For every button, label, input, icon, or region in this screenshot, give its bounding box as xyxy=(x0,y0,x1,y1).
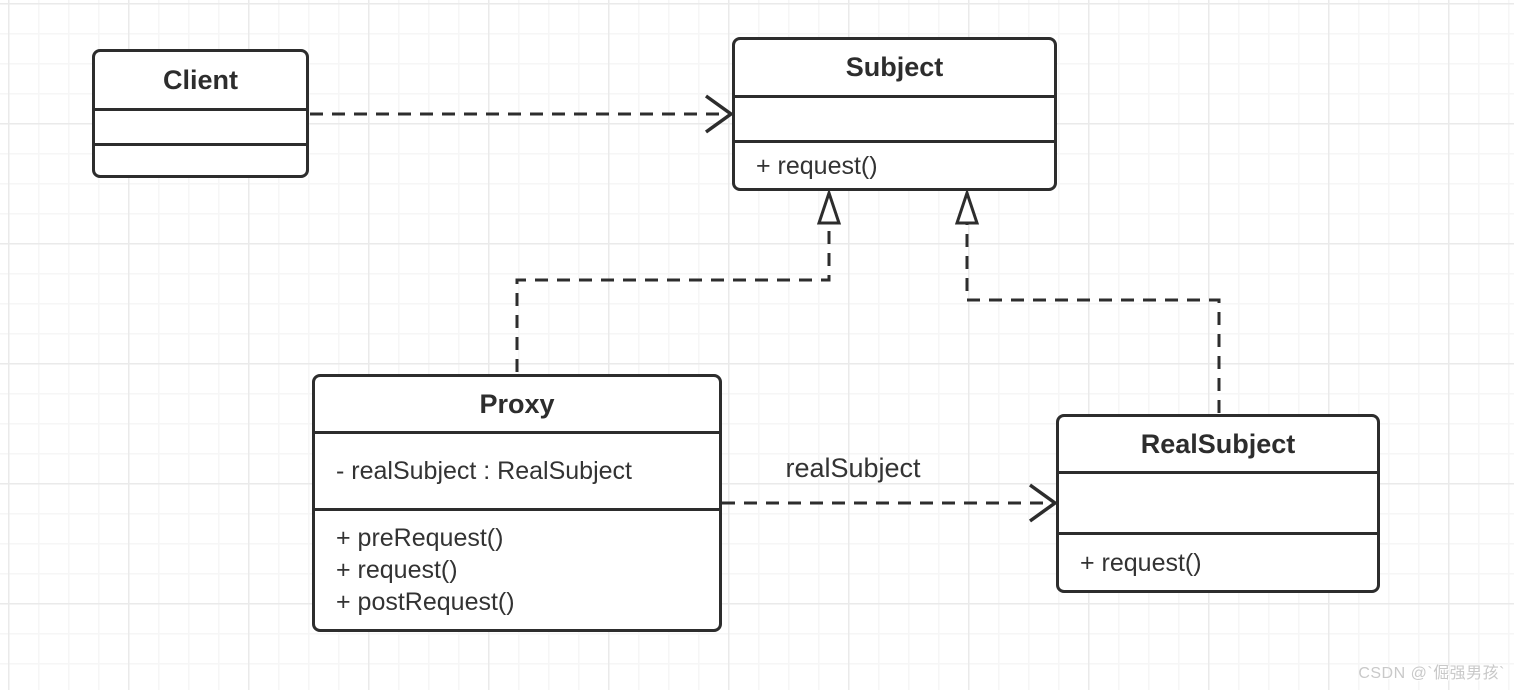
realization-line[interactable] xyxy=(515,224,831,372)
method-item: + preRequest() xyxy=(336,524,504,552)
class-client-methods-section xyxy=(95,143,306,175)
class-subject-methods-section: + request() xyxy=(735,140,1054,188)
open-arrowhead-icon xyxy=(704,94,734,134)
realization-line[interactable] xyxy=(965,224,1221,413)
watermark: CSDN @`倔强男孩` xyxy=(1358,665,1505,682)
class-name-realsubject: RealSubject xyxy=(1140,428,1296,459)
class-realsubject-attributes-section xyxy=(1059,471,1377,532)
class-name-subject: Subject xyxy=(845,52,944,82)
attribute-item: - realSubject : RealSubject xyxy=(336,457,632,485)
class-box-subject[interactable]: Subject + request() xyxy=(732,37,1057,191)
method-item: + request() xyxy=(336,556,458,584)
method-item: + request() xyxy=(1080,548,1202,577)
class-name-proxy: Proxy xyxy=(479,388,555,419)
connector-realsubject-to-subject[interactable] xyxy=(954,188,1221,413)
method-item: + request() xyxy=(756,151,878,180)
class-box-proxy[interactable]: Proxy - realSubject : RealSubject + preR… xyxy=(312,374,722,632)
connector-proxy-to-subject[interactable] xyxy=(515,188,842,372)
class-box-client[interactable]: Client xyxy=(92,49,309,178)
open-arrowhead-icon xyxy=(1028,483,1058,523)
class-client-attributes-section xyxy=(95,108,306,143)
class-realsubject-methods-section: + request() xyxy=(1059,532,1377,590)
class-subject-attributes-section xyxy=(735,95,1054,140)
class-proxy-methods-section: + preRequest() + request() + postRequest… xyxy=(315,508,719,629)
hollow-triangle-arrowhead-icon xyxy=(954,188,980,225)
hollow-triangle-arrowhead-icon xyxy=(816,188,842,225)
class-name-client: Client xyxy=(162,64,238,95)
connector-proxy-to-realsubject[interactable] xyxy=(722,483,1058,523)
method-item: + postRequest() xyxy=(336,588,515,616)
class-box-realsubject[interactable]: RealSubject + request() xyxy=(1056,414,1380,593)
connector-client-to-subject[interactable] xyxy=(310,94,734,134)
class-proxy-attributes-section: - realSubject : RealSubject xyxy=(315,431,719,508)
edge-label-realsubject[interactable]: realSubject xyxy=(785,453,921,483)
